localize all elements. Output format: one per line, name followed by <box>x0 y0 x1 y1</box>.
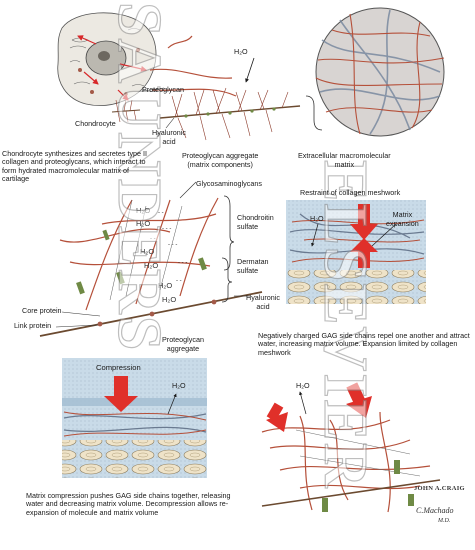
svg-text:- -: - - <box>176 278 182 284</box>
label-extracellular: Extracellular macromolecular matrix <box>298 151 391 169</box>
label-restraint: Restraint of collagen meshwork <box>300 188 401 197</box>
label-water-right: H₂O <box>172 381 186 390</box>
label-matrix-expansion: Matrix expansion <box>386 210 419 228</box>
svg-text:- - -: - - - <box>178 260 187 266</box>
signature-md: M.D. <box>438 518 451 524</box>
label-chondroitin: Chondroitin sulfate <box>237 213 274 231</box>
pointer-lines-mid <box>55 181 250 328</box>
pointer-lines-top <box>141 87 175 129</box>
gag-h2o-2: H₂O <box>136 219 150 228</box>
collagen-fibers-top <box>149 35 237 97</box>
label-water-top: H₂O <box>234 47 248 56</box>
note-compress: Matrix compression pushes GAG side chain… <box>26 491 231 517</box>
gag-h2o-5: H₂O <box>158 281 172 290</box>
fiber-network-bottom <box>261 382 441 513</box>
label-proteoglycan-top: Proteoglycan <box>142 85 184 94</box>
gag-braces <box>221 195 235 303</box>
label-dermatan: Dermatan sulfate <box>237 257 269 275</box>
label-chondrocyte: Chondrocyte <box>75 119 116 128</box>
label-link-protein: Link protein <box>14 321 52 330</box>
label-proteoglycan-mid: Proteoglycan aggregate <box>162 335 204 353</box>
svg-text:- -: - - <box>158 210 164 216</box>
note-repel: Negatively charged GAG side chains repel… <box>258 331 470 357</box>
label-water-mid: H₂O <box>310 214 324 223</box>
label-glycosaminoglycans: Glycosaminoglycans <box>196 179 262 188</box>
svg-text:- - -: - - - <box>168 242 177 248</box>
label-water-bottom: H₂O <box>296 381 310 390</box>
signature-craig: JOHN A.CRAIG <box>414 485 465 492</box>
chondrocyte-cell <box>57 12 157 106</box>
signature-machado: C.Machado <box>416 506 454 515</box>
gag-h2o-6: H₂O <box>162 295 176 304</box>
label-compression: Compression <box>96 363 141 372</box>
note-synthesis: Chondrocyte synthesizes and secretes typ… <box>2 149 148 184</box>
label-aggregate: Proteoglycan aggregate (matrix component… <box>182 151 259 169</box>
label-core-protein: Core protein <box>22 306 62 315</box>
gag-diagram: H₂O H₂O H₂O H₂O H₂O H₂O - - - - - - - - - … <box>39 197 263 337</box>
gag-h2o-4: H₂O <box>144 261 158 270</box>
label-hyaluronic-top: Hyaluronic acid <box>152 128 186 146</box>
svg-text:- - -: - - - <box>162 226 171 232</box>
small-bottlebrush <box>111 99 141 123</box>
water-arrow-top <box>245 57 255 83</box>
extracellular-matrix-circle <box>315 7 445 137</box>
compression-panel <box>62 358 207 478</box>
gag-h2o-1: H₂O <box>136 206 150 215</box>
bracket-top <box>305 95 323 131</box>
label-hyaluronic-mid: Hyaluronic acid <box>246 293 280 311</box>
gag-h2o-3: H₂O <box>140 247 154 256</box>
svg-text:- -: - - <box>150 236 156 242</box>
expansion-panel <box>286 200 426 304</box>
proteoglycan-aggregate-top <box>159 87 301 141</box>
